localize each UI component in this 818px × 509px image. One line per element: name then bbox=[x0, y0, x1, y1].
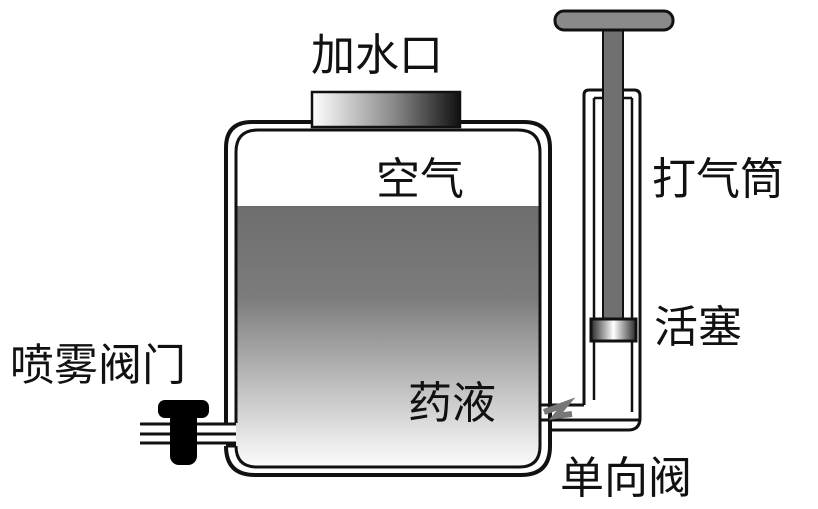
fill-cap bbox=[310, 90, 462, 129]
label-air: 空气 bbox=[376, 154, 464, 205]
label-fill-port: 加水口 bbox=[311, 30, 443, 81]
valve-knob-stem bbox=[170, 405, 197, 465]
check-valve-flap bbox=[542, 397, 576, 420]
piston bbox=[589, 317, 638, 343]
pump-handle bbox=[553, 9, 675, 32]
liquid-fill bbox=[236, 206, 540, 468]
label-spray-valve: 喷雾阀门 bbox=[10, 340, 186, 391]
label-pump-cylinder: 打气筒 bbox=[652, 154, 784, 205]
tank-inner-wall bbox=[234, 128, 542, 469]
piston-rod bbox=[602, 29, 624, 321]
label-check-valve: 单向阀 bbox=[560, 453, 692, 504]
label-liquid: 药液 bbox=[408, 378, 496, 429]
tank-outer-wall bbox=[224, 120, 552, 477]
label-piston: 活塞 bbox=[654, 302, 742, 353]
spray-valve-assembly bbox=[140, 400, 236, 465]
tank bbox=[224, 120, 552, 477]
connecting-pipe bbox=[540, 397, 642, 432]
pump-cylinder bbox=[582, 88, 642, 420]
